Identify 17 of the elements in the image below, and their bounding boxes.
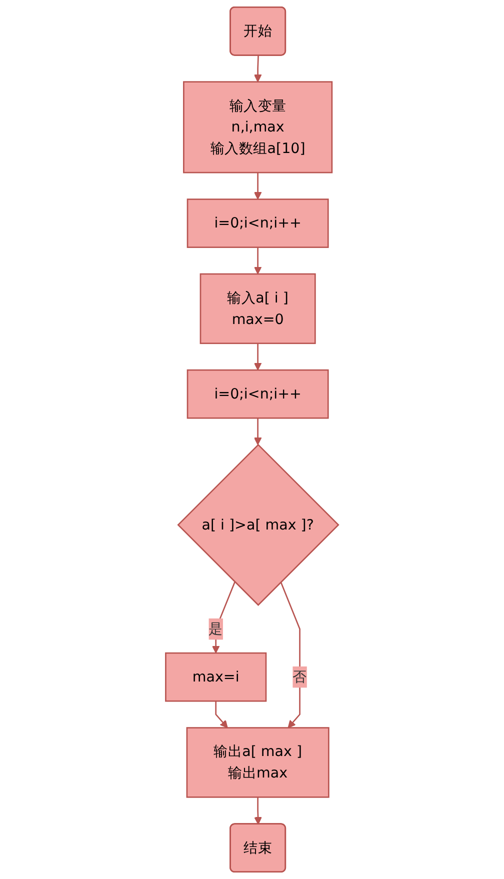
node-box: 输入变量 n,i,max 输入数组a[10] xyxy=(182,81,333,174)
arrow xyxy=(254,797,262,825)
node-box: 输入a[ i ] max=0 xyxy=(200,273,316,344)
edge-label: 是 xyxy=(208,620,223,638)
node-box: i=0;i<n;i++ xyxy=(186,369,329,419)
node-box: i=0;i<n;i++ xyxy=(186,198,329,248)
arrow xyxy=(254,343,262,370)
node-box: max=i xyxy=(165,652,267,702)
node-box: 输出a[ max ] 输出max xyxy=(186,727,330,798)
arrow xyxy=(215,701,228,728)
arrow xyxy=(280,582,300,728)
arrow xyxy=(254,418,262,446)
edge-label: 否 xyxy=(292,668,307,686)
node-diamond: a[ i ]>a[ max ]? xyxy=(177,444,340,606)
arrow xyxy=(254,56,262,82)
arrow xyxy=(254,247,262,274)
arrow xyxy=(254,172,262,200)
